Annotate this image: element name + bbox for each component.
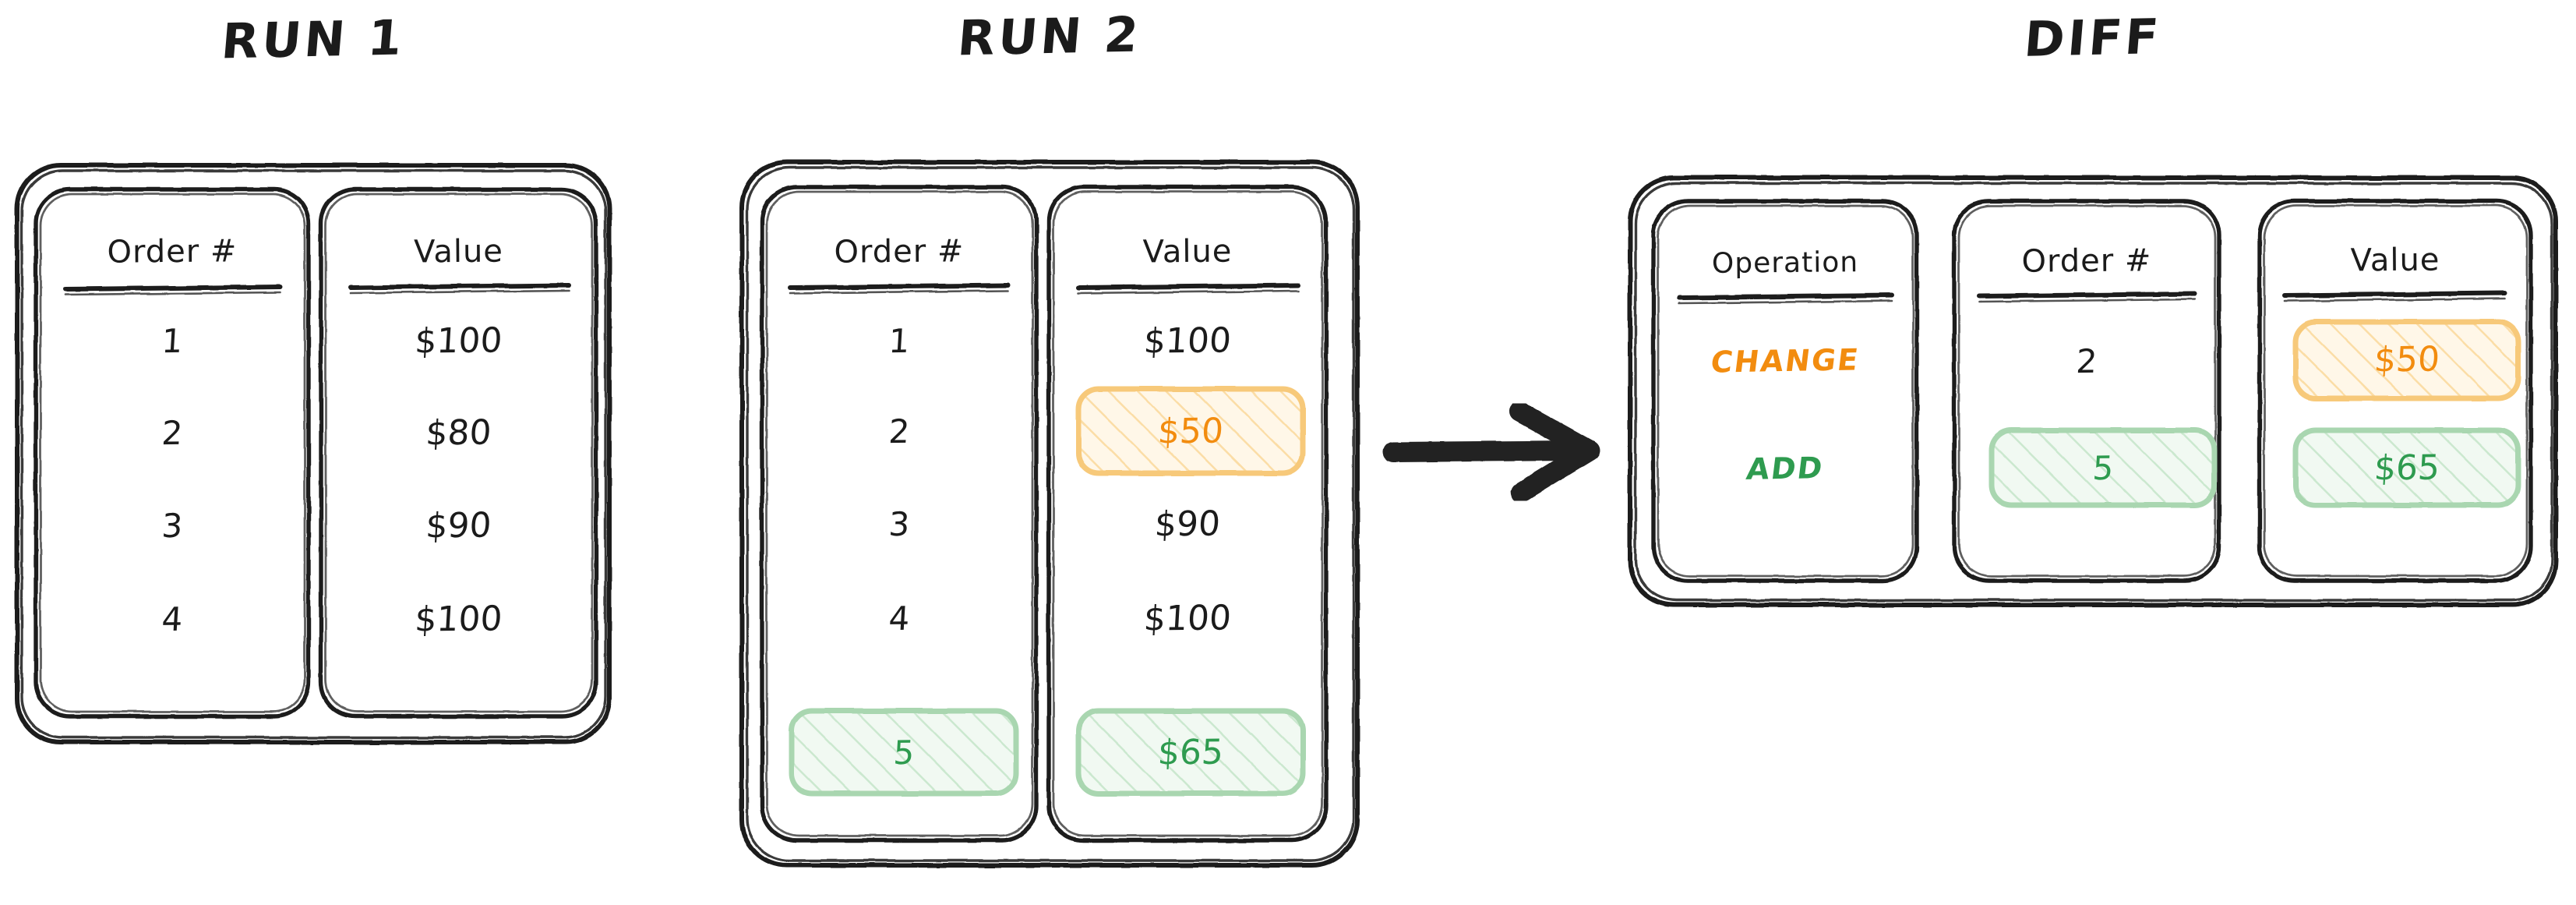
table-cell: 3 xyxy=(887,504,911,543)
arrow-right-icon xyxy=(1383,401,1600,503)
table-cell-added: $65 xyxy=(2373,447,2441,488)
column-header: Value xyxy=(1142,233,1233,270)
column-header: Order # xyxy=(834,233,965,270)
table-cell: 4 xyxy=(887,599,911,638)
column-header: Value xyxy=(2350,242,2440,279)
section-title-diff: DIFF xyxy=(2022,8,2164,68)
table-cell-changed: $50 xyxy=(2373,339,2441,380)
table-cell: $80 xyxy=(424,412,492,453)
table-cell-added: 5 xyxy=(892,733,916,772)
table-cell: 2 xyxy=(161,413,184,452)
table-cell: $100 xyxy=(1142,597,1233,639)
table-cell: 2 xyxy=(887,412,911,451)
table-cell: $90 xyxy=(1153,504,1222,544)
table-cell: 1 xyxy=(887,321,911,360)
column-header: Operation xyxy=(1711,246,1859,280)
table-cell-added: 5 xyxy=(2091,448,2115,487)
table-cell: $100 xyxy=(413,320,503,362)
table-cell-changed: $50 xyxy=(1156,411,1225,451)
operation-badge-change: CHANGE xyxy=(1709,342,1861,380)
table-cell: 2 xyxy=(2075,341,2098,380)
column-header: Order # xyxy=(107,233,238,270)
table-cell: 4 xyxy=(161,599,184,638)
table-cell: 3 xyxy=(161,506,184,545)
table-cell: $100 xyxy=(1142,320,1233,362)
column-header: Order # xyxy=(2021,242,2152,280)
section-title-run1: RUN 1 xyxy=(219,9,408,70)
table-cell: $100 xyxy=(413,598,503,640)
table-cell-added: $65 xyxy=(1156,732,1225,772)
operation-badge-add: ADD xyxy=(1744,451,1826,486)
column-header: Value xyxy=(413,233,504,270)
table-cell: $90 xyxy=(424,505,492,546)
section-title-run2: RUN 2 xyxy=(955,5,1144,67)
table-cell: 1 xyxy=(161,321,184,360)
